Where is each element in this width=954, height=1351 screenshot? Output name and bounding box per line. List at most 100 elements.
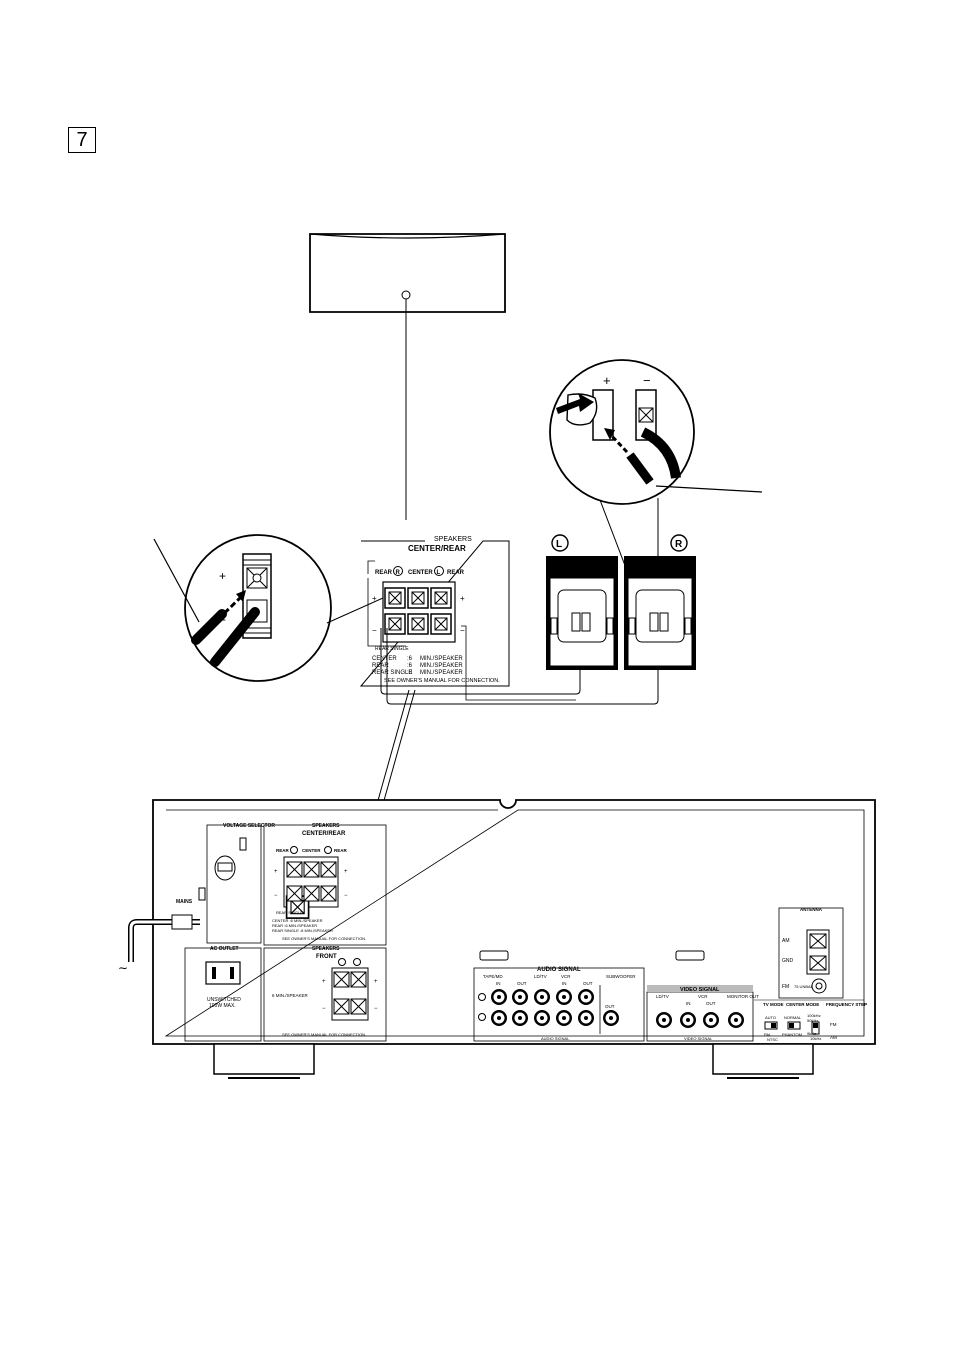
spec-row-1-unit: MIN./SPEAKER (420, 663, 463, 669)
terminal-zoom-detail-left: + − (153, 534, 332, 682)
center-mode-label: CENTER MODE (786, 1002, 819, 1007)
panel-plus-right: + (460, 594, 465, 603)
cr-rear-r: REAR (276, 848, 290, 853)
svg-text:−: − (322, 1006, 326, 1012)
video-ld-tv: LD/TV (656, 994, 669, 999)
panel-rear-single: REAR SINGLE (375, 646, 409, 652)
max-power-label: 100W MAX. (209, 1003, 236, 1009)
unbal-label: 75 UNBAL. (794, 984, 814, 989)
ld-tv-label: LD/TV (534, 974, 547, 979)
cr-rear-l: REAR (334, 848, 348, 853)
wire-pointer-line (655, 485, 763, 493)
spec-row-1-val: :6 (407, 663, 413, 669)
ac-outlet-label: AC OUTLET (210, 946, 239, 952)
center-phantom-label: PHANTOM (782, 1032, 802, 1037)
svg-text:−: − (374, 1006, 378, 1012)
am-terminal-label: AM (782, 938, 790, 944)
front-title: FRONT (316, 954, 337, 960)
insert-arrow-icon (604, 428, 615, 440)
sub-out: OUT (605, 1004, 615, 1009)
freq-fm-label: FM (830, 1022, 837, 1027)
video-vcr-in: IN (686, 1001, 691, 1006)
spec-row-0-name: CENTER (372, 656, 397, 662)
svg-text:+: + (322, 979, 326, 985)
step-9-label: 9kHz (807, 1031, 816, 1036)
ac-symbol-icon: ∼ (118, 961, 128, 975)
audio-cable-clip-icon (479, 950, 509, 961)
cr-rear-single: REAR SINGLE (276, 910, 303, 915)
subwoofer-label: SUBWOOFER (606, 974, 636, 979)
center-normal-label: NORMAL (784, 1015, 802, 1020)
rear-speaker-left: L (546, 534, 618, 670)
spec-row-0-unit: MIN./SPEAKER (420, 656, 463, 662)
cr-group-label: SPEAKERS (312, 823, 340, 829)
video-cable-clip-icon (675, 950, 705, 961)
tape-out: OUT (517, 981, 527, 986)
step-10-label: 10kHz (810, 1036, 821, 1041)
svg-text:+: + (344, 869, 348, 875)
front-note: SEE OWNER'S MANUAL FOR CONNECTION. (282, 1032, 366, 1037)
tv-pal-label: PAL (764, 1032, 772, 1037)
zoom-terminal-plus: + (219, 569, 226, 583)
svg-text:+: + (374, 979, 378, 985)
center-rear-speaker-panel-enlarged: SPEAKERS CENTER/REAR REAR R CENTER L REA… (359, 536, 510, 687)
vcr-label: VCR (561, 974, 571, 979)
step-100-label: 100kHz (807, 1013, 821, 1018)
video-signal-label: VIDEO SIGNAL (680, 987, 720, 993)
panel-group-label: SPEAKERS (434, 536, 472, 543)
spec-row-2-name: REAR SINGLE (372, 670, 412, 676)
svg-text:+: + (274, 869, 278, 875)
fm-terminal-label: FM (782, 984, 789, 990)
vcr-out: OUT (583, 981, 593, 986)
tv-auto-label: AUTO (765, 1015, 776, 1020)
center-speaker (309, 233, 506, 520)
monitor-out-label: MONITOR OUT (727, 994, 759, 999)
insert-arrow-left-icon (236, 590, 246, 602)
tape-in: IN (496, 981, 501, 986)
speaker-right-mark: R (675, 539, 683, 550)
tv-mode-label: TV MODE (763, 1002, 784, 1007)
cr-note: SEE OWNER'S MANUAL FOR CONNECTION. (282, 936, 366, 941)
svg-text:−: − (344, 893, 348, 899)
gnd-terminal-label: GND (782, 958, 794, 964)
terminal-zoom-detail-right: + − (549, 359, 763, 505)
mains-cord: MAINS ∼ (118, 899, 200, 975)
panel-rear-r: REAR (375, 570, 393, 576)
audio-signal-bottom-label: AUDIO SIGNAL (541, 1036, 570, 1041)
center-mode-switch: CENTER MODE NORMAL PHANTOM (782, 1002, 819, 1037)
panel-minus-left: − (372, 626, 377, 635)
receiver-center-rear-terminals: SPEAKERS CENTER/REAR REAR CENTER REAR +−… (263, 823, 387, 946)
step-50-label: 50kHz (807, 1018, 818, 1023)
panel-minus-right: − (460, 626, 465, 635)
zoom-minus-label: − (643, 373, 651, 388)
tv-mode-switch: TV MODE AUTO PAL NTSC (763, 1002, 784, 1042)
panel-rear-l: REAR (447, 570, 465, 576)
rear-speaker-right: R (624, 534, 696, 670)
cr-spec2: REAR :6 MIN./SPEAKER (272, 923, 317, 928)
receiver-front-terminals: SPEAKERS FRONT + − + − 6 MIN./SPEAKER SEE … (263, 946, 387, 1042)
spec-row-2-val: :8 (407, 670, 413, 676)
tape-md-label: TAPE/MD (483, 974, 503, 979)
antenna-label: ANTENNA (800, 907, 823, 912)
front-group-label: SPEAKERS (312, 946, 340, 952)
unswitched-label: UNSWITCHED (207, 997, 241, 1003)
voltage-selector-label: VOLTAGE SELECTOR (223, 823, 275, 829)
video-vcr: VCR (698, 994, 708, 999)
video-signal-section: VIDEO SIGNAL LD/TV VCR MONITOR OUT IN OU… (646, 985, 759, 1042)
panel-center: CENTER (408, 570, 433, 576)
antenna-section: ANTENNA AM GND FM 75 UNBAL. (778, 907, 844, 999)
tv-ntsc-label: NTSC (767, 1037, 778, 1042)
front-spec: 6 MIN./SPEAKER (272, 993, 309, 998)
cr-spec1: CENTER :6 MIN./SPEAKER (272, 918, 323, 923)
audio-signal-label: AUDIO SIGNAL (537, 967, 581, 973)
audio-signal-section: AUDIO SIGNAL TAPE/MD LD/TV VCR SUBWOOFER… (473, 967, 645, 1042)
push-arrow-icon (556, 393, 594, 414)
spec-row-0-val: :6 (407, 656, 413, 662)
video-vcr-out: OUT (706, 1001, 716, 1006)
panel-note: SEE OWNER'S MANUAL FOR CONNECTION. (384, 678, 500, 684)
video-signal-bottom-label: VIDEO SIGNAL (684, 1036, 713, 1041)
panel-title: CENTER/REAR (408, 544, 466, 553)
cr-title: CENTER/REAR (302, 831, 346, 837)
freq-step-label: FREQUENCY STEP (826, 1002, 867, 1007)
